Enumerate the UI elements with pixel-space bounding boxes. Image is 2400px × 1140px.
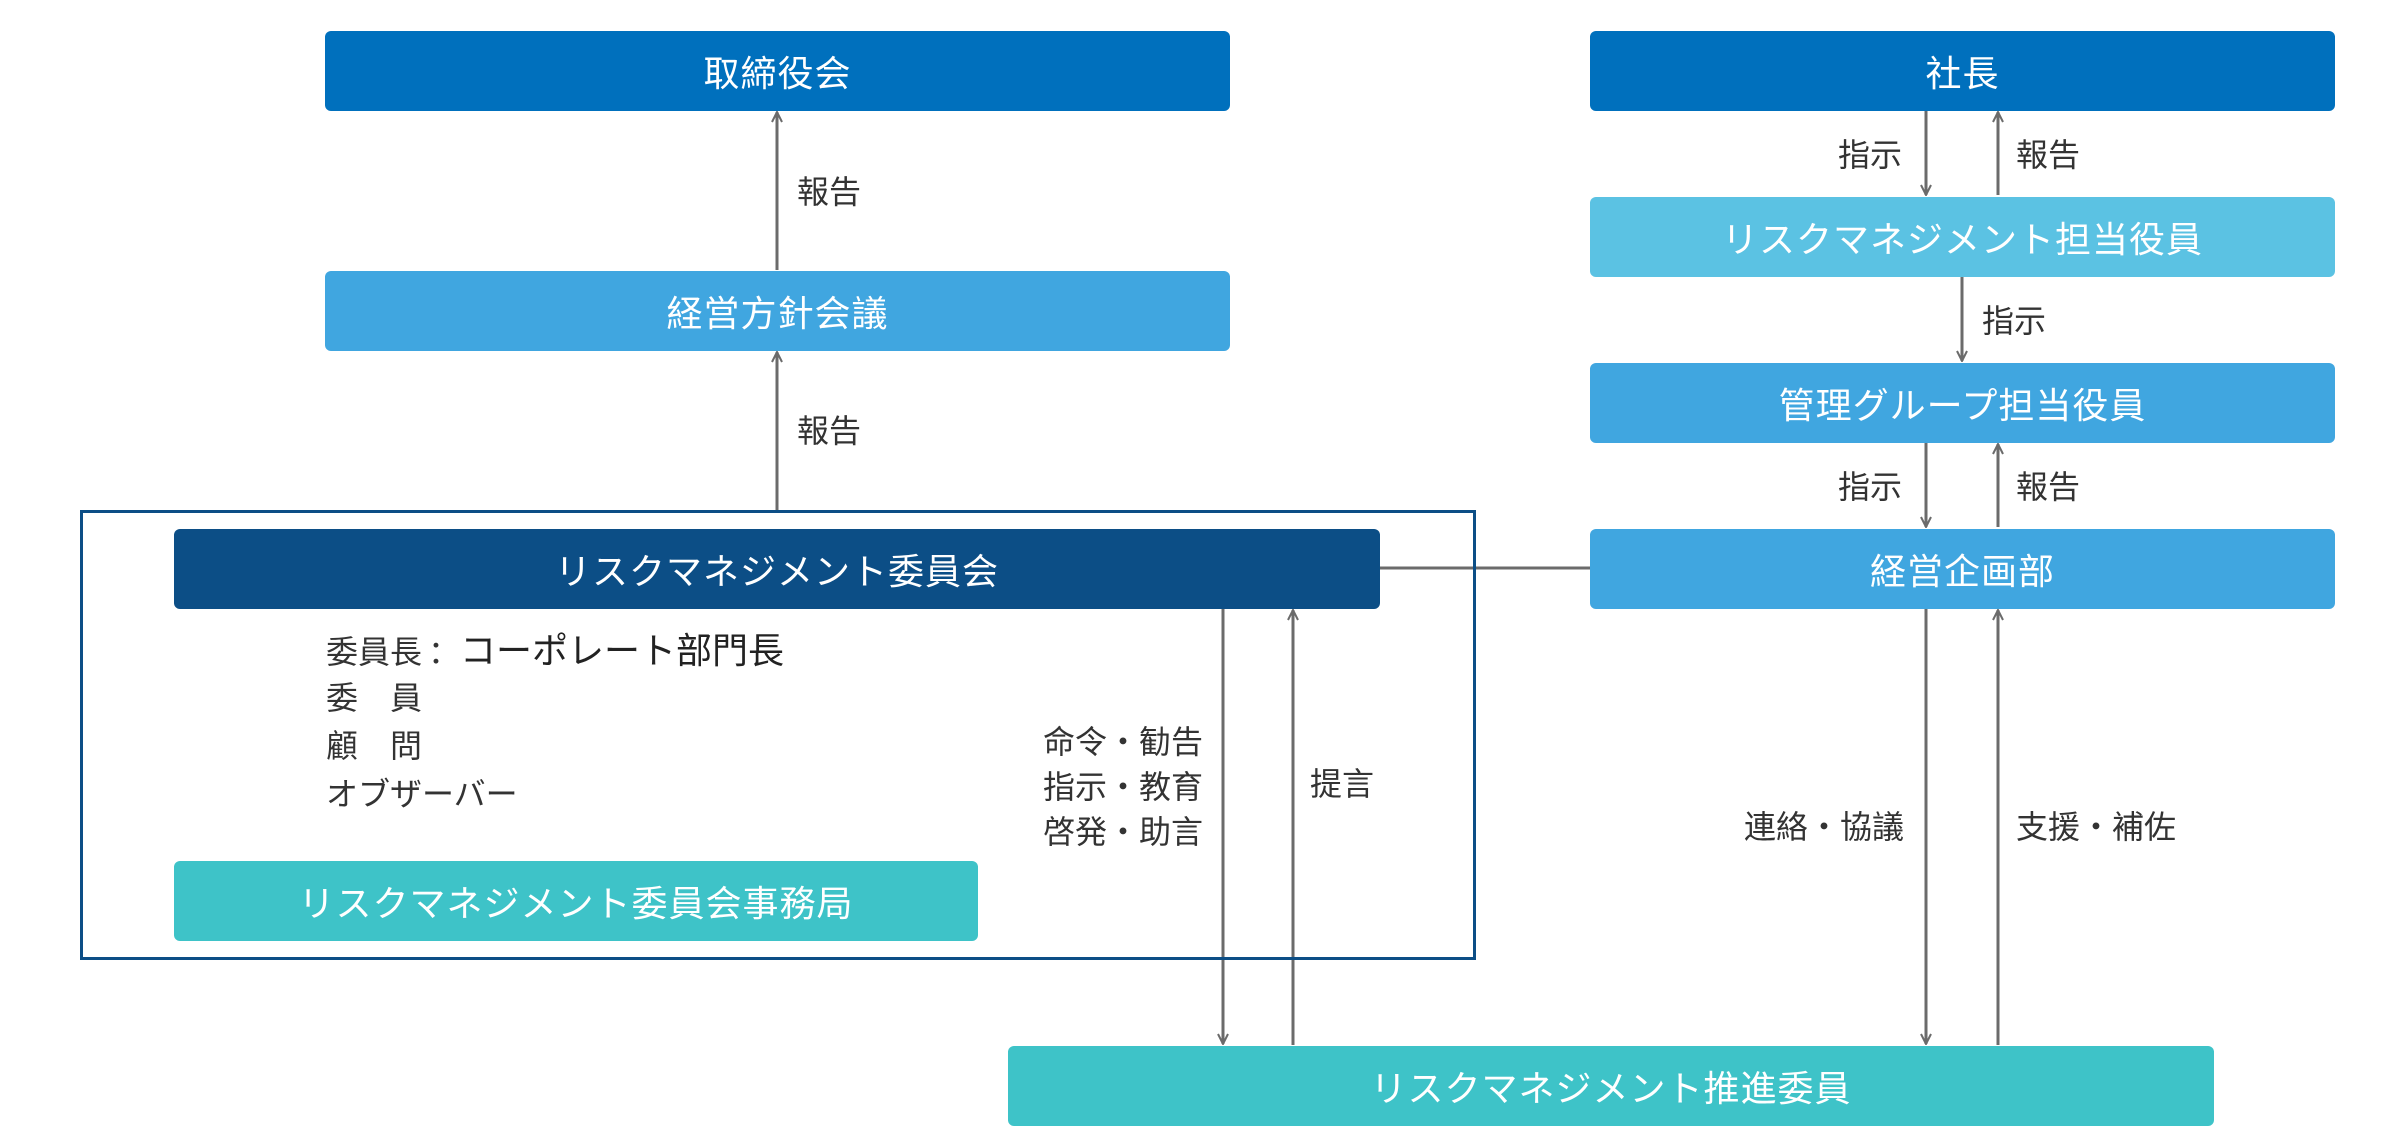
label-rm-officer-instruct: 指示 — [1982, 302, 2047, 340]
label-committee-down-line: 啓発・助言 — [1043, 812, 1204, 851]
committee-chair-value: コーポレート部門長 — [460, 631, 785, 672]
committee-member-row: 委 員 — [326, 679, 423, 717]
rm-committee-frame — [80, 510, 1476, 960]
corporate-planning-node: 経営企画部 — [1590, 529, 2335, 609]
label-planning-down: 連絡・協議 — [1744, 808, 1905, 846]
label-committee-down: 命令・勧告 指示・教育 啓発・助言 — [1043, 720, 1203, 854]
committee-observer-row: オブザーバー — [326, 775, 518, 813]
rm-committee-secretariat-node: リスクマネジメント委員会事務局 — [174, 861, 978, 941]
committee-advisor-row: 顧 問 — [326, 727, 423, 765]
label-committee-down-line: 指示・教育 — [1043, 767, 1204, 806]
rm-committee-node: リスクマネジメント委員会 — [174, 529, 1380, 609]
rm-promotion-members-node: リスクマネジメント推進委員 — [1008, 1046, 2214, 1126]
president-node: 社長 — [1590, 31, 2335, 111]
label-report-to-board: 報告 — [797, 173, 862, 211]
label-planning-up: 支援・補佐 — [2016, 808, 2177, 846]
label-president-report: 報告 — [2016, 136, 2081, 174]
committee-chair-label: 委員長 — [326, 633, 423, 671]
label-president-instruct: 指示 — [1838, 136, 1903, 174]
label-admin-instruct: 指示 — [1838, 468, 1903, 506]
management-policy-meeting-node: 経営方針会議 — [325, 271, 1230, 351]
label-committee-down-line: 命令・勧告 — [1043, 723, 1204, 761]
admin-group-officer-node: 管理グループ担当役員 — [1590, 363, 2335, 443]
committee-chair-separator: ： — [428, 633, 461, 671]
label-admin-report: 報告 — [2016, 468, 2081, 506]
rm-officer-node: リスクマネジメント担当役員 — [1590, 197, 2335, 277]
label-committee-up: 提言 — [1310, 765, 1375, 803]
committee-chair-row: 委員長：コーポレート部門長 — [326, 634, 784, 670]
label-report-to-policy-meeting: 報告 — [797, 412, 862, 450]
board-node: 取締役会 — [325, 31, 1230, 111]
